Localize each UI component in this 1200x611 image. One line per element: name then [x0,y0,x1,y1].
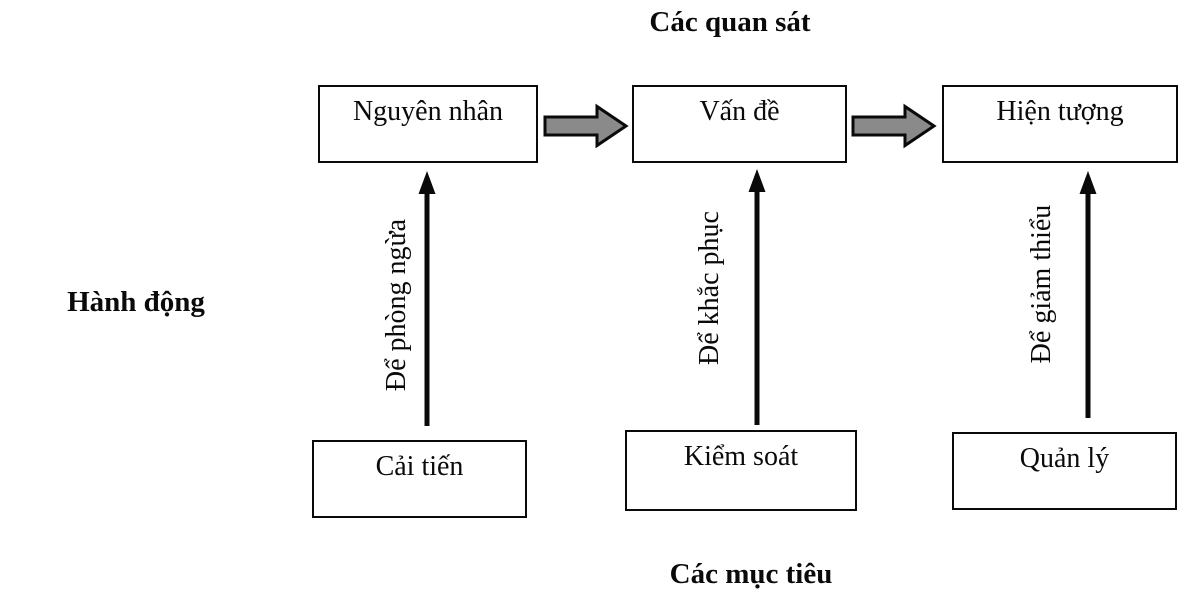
up-arrow-icon [748,169,766,425]
arrow-label-remedy: Để khắc phục [694,211,725,365]
arrow-label-prevent: Để phòng ngừa [381,218,412,392]
box-cause: Nguyên nhân [318,85,538,163]
arrow-label-mitigate: Để giảm thiểu [1026,204,1057,364]
box-control: Kiểm soát [625,430,857,511]
block-arrow-right-icon [851,103,937,149]
box-manage: Quản lý [952,432,1177,510]
box-improve: Cải tiến [312,440,527,518]
left-axis-label: Hành động [67,286,205,318]
box-phenomenon: Hiện tượng [942,85,1178,163]
bottom-axis-label: Các mục tiêu [669,558,833,590]
box-problem: Vấn đề [632,85,847,163]
up-arrow-icon [418,171,436,426]
top-axis-label: Các quan sát [649,6,811,38]
block-arrow-right-icon [543,103,629,149]
up-arrow-icon [1079,171,1097,418]
